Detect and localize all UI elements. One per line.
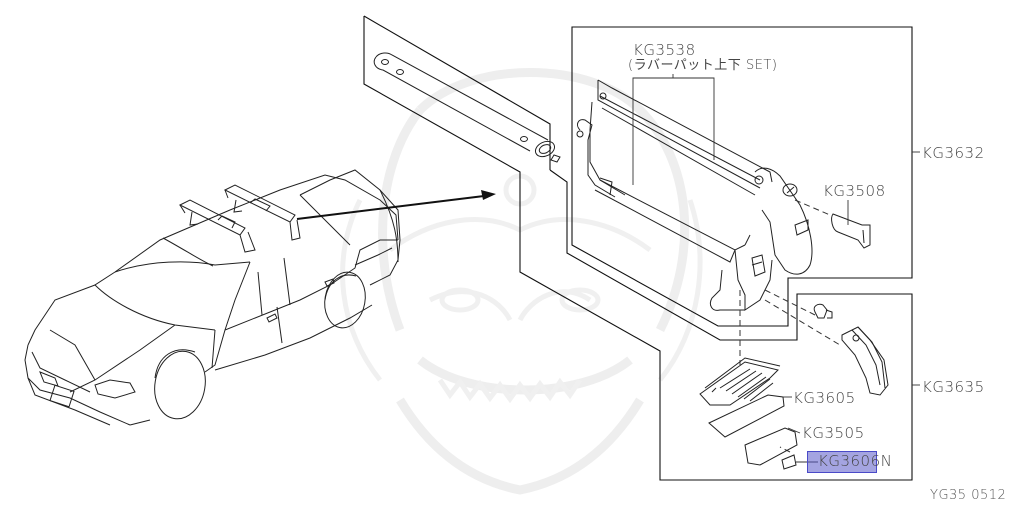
- key-part: [794, 199, 871, 249]
- callout-kg3505[interactable]: KG3505: [802, 424, 865, 442]
- figure-code: YG35 0512: [930, 488, 1007, 503]
- leader-lines: [632, 74, 920, 463]
- callout-kg3538[interactable]: KG3538: [633, 41, 696, 59]
- selection-highlight: [807, 451, 877, 473]
- callout-kg3632[interactable]: KG3632: [922, 144, 985, 162]
- assembly-line: [779, 446, 791, 453]
- roof-carrier-bars: [178, 184, 301, 253]
- cross-bar-part: [373, 52, 561, 163]
- callout-kg3538-note: (ラバーパット上下 SET): [628, 58, 778, 73]
- grille-pad-part: [699, 357, 781, 406]
- watermark-logo: [340, 68, 703, 495]
- callout-kg3605[interactable]: KG3605: [793, 389, 856, 407]
- callout-kg3508[interactable]: KG3508: [823, 182, 886, 200]
- carrier-clamp-part: [576, 79, 813, 311]
- clip-part: [813, 303, 833, 319]
- callout-kg3606n[interactable]: KG3606N: [818, 452, 893, 470]
- tag-part: [781, 454, 797, 470]
- sheet-part: [744, 427, 798, 466]
- rubber-cover-part: [841, 326, 889, 396]
- callout-kg3635[interactable]: KG3635: [922, 378, 985, 396]
- car-illustration: [24, 169, 401, 426]
- pointer-arrow: [296, 190, 496, 220]
- sheet-part: [708, 394, 785, 438]
- assembly-line: [764, 299, 841, 346]
